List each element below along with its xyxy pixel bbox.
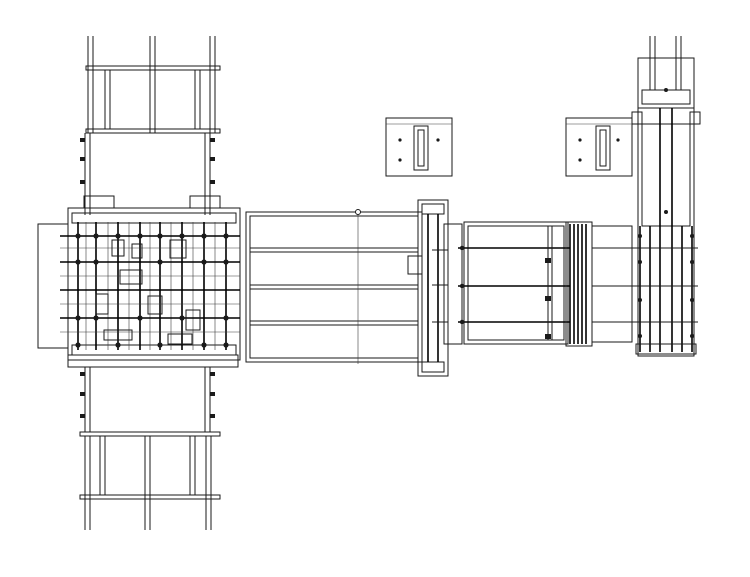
roller-bank (565, 221, 640, 347)
control-cabinet-left (385, 117, 453, 177)
transfer-section (458, 221, 570, 345)
main-table (245, 209, 423, 364)
right-vertical-conveyor (631, 36, 701, 357)
top-conveyor-frame (85, 36, 221, 134)
bottom-conveyor-frame (79, 431, 221, 530)
central-machine-unit (37, 207, 241, 368)
top-rails (80, 133, 221, 215)
control-cabinet-right (565, 117, 633, 177)
bottom-rails (80, 367, 215, 432)
gantry-carriage (407, 199, 463, 377)
